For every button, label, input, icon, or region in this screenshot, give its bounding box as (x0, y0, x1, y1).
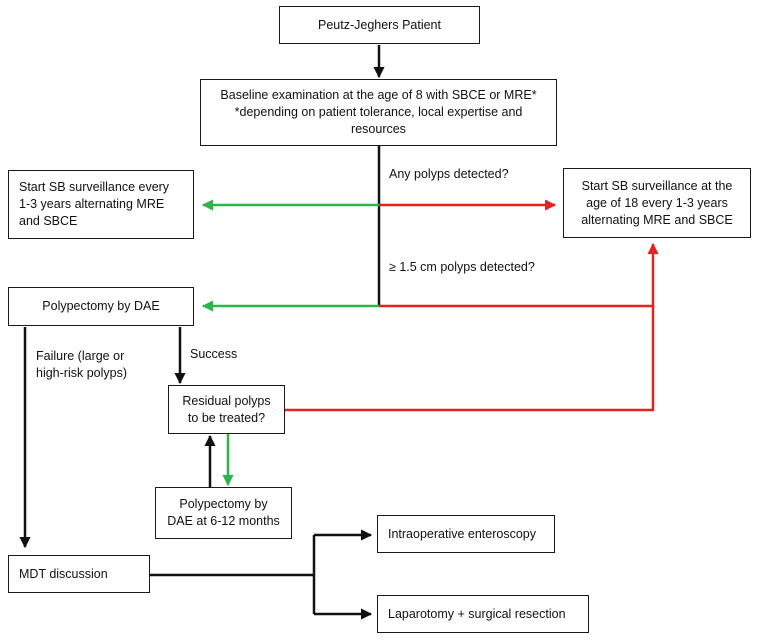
laparotomy-text: Laparotomy + surgical resection (388, 606, 566, 621)
intraop-text: Intraoperative enteroscopy (388, 526, 537, 541)
start-sb-surveillance-right-box: Start SB surveillance at the age of 18 e… (563, 168, 751, 238)
baseline-line: resources (351, 122, 406, 136)
mdt-discussion-box: MDT discussion (8, 555, 150, 593)
start-sb-left-line: 1-3 years alternating MRE (19, 197, 165, 211)
start-sb-right-line: Start SB surveillance at the (581, 178, 733, 193)
failure-label: Failure (large or high-risk polyps) (36, 348, 127, 382)
residual-line: to be treated? (187, 410, 266, 425)
patient-box: Peutz-Jeghers Patient (279, 6, 480, 44)
intraoperative-enteroscopy-box: Intraoperative enteroscopy (377, 515, 555, 553)
big-polyps-label: ≥ 1.5 cm polyps detected? (389, 260, 535, 274)
failure-label-line: Failure (large or (36, 349, 125, 363)
baseline-box: Baseline examination at the age of 8 wit… (200, 79, 557, 146)
polypectomy-6-12-box: Polypectomy by DAE at 6-12 months (155, 487, 292, 539)
start-sb-surveillance-left-box: Start SB surveillance every 1-3 years al… (8, 170, 194, 239)
failure-label-line: high-risk polyps) (36, 366, 128, 380)
laparotomy-box: Laparotomy + surgical resection (377, 595, 589, 633)
any-polyps-label: Any polyps detected? (389, 167, 509, 181)
mdt-text: MDT discussion (19, 566, 108, 581)
start-sb-right-line: alternating MRE and SBCE (581, 212, 733, 227)
line-residual-to-right (285, 305, 655, 412)
start-sb-left-line: and SBCE (19, 214, 78, 228)
start-sb-right-line: age of 18 every 1-3 years (586, 195, 728, 210)
polypectomy-6-12-line: DAE at 6-12 months (167, 514, 280, 528)
success-label: Success (190, 347, 238, 361)
polypectomy-6-12-line: Polypectomy by (179, 497, 268, 511)
baseline-line: *depending on patient tolerance, local e… (234, 105, 523, 119)
baseline-line: Baseline examination at the age of 8 wit… (220, 88, 537, 102)
residual-line: Residual polyps (182, 393, 271, 408)
patient-text: Peutz-Jeghers Patient (318, 17, 441, 32)
residual-polyps-box: Residual polyps to be treated? (168, 385, 285, 434)
polypectomy-dae-text: Polypectomy by DAE (42, 299, 160, 313)
start-sb-left-line: Start SB surveillance every (19, 180, 170, 194)
polypectomy-dae-box: Polypectomy by DAE (8, 287, 194, 326)
